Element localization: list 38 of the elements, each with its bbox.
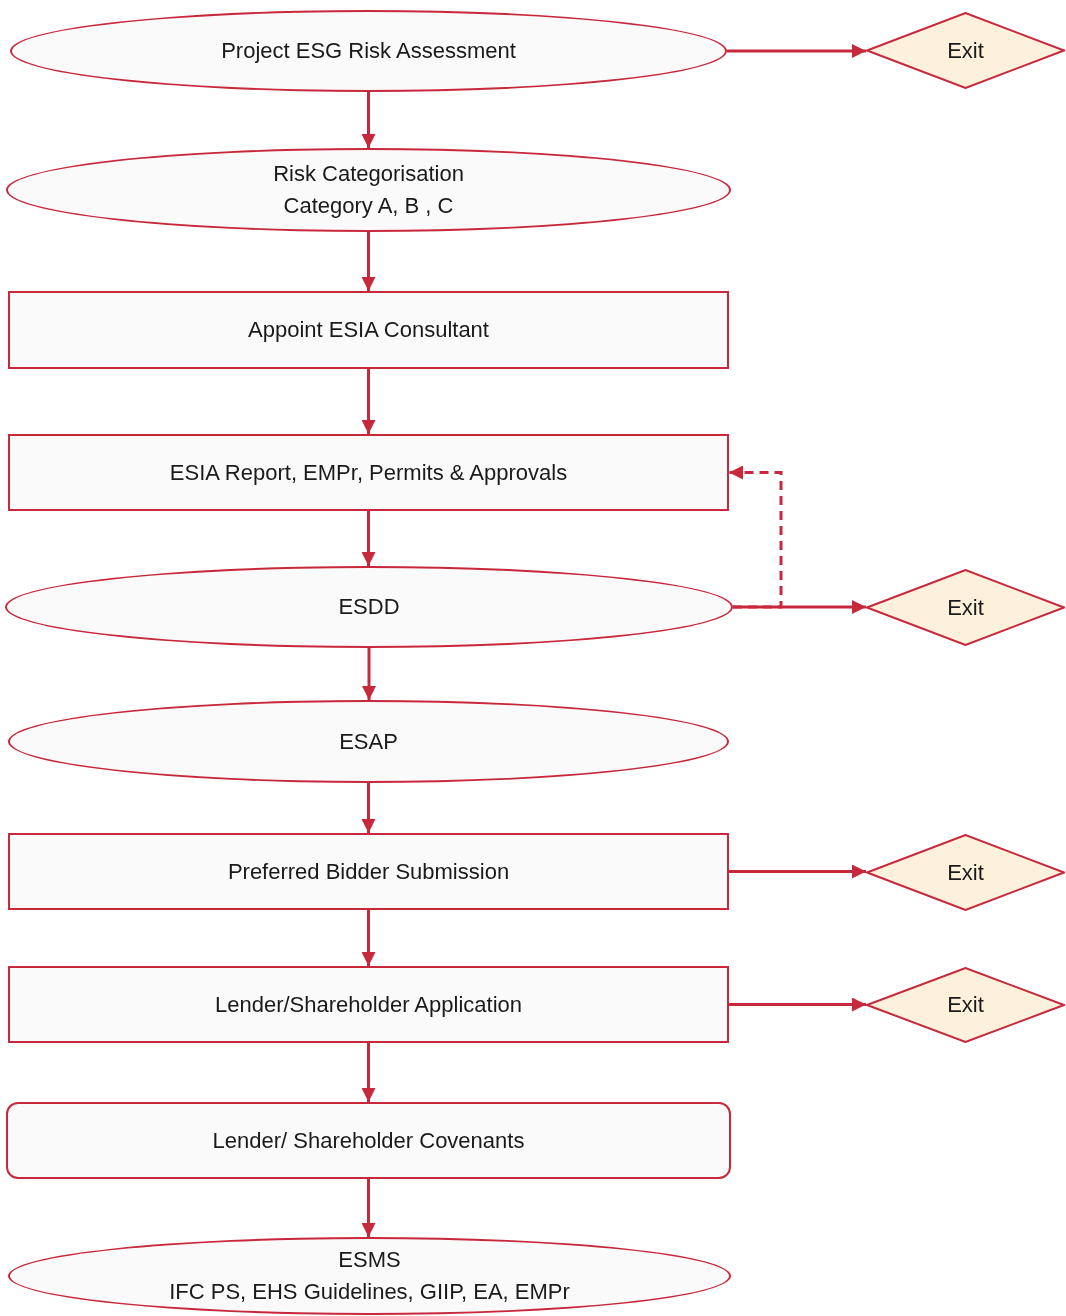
arrow — [362, 648, 376, 700]
exit-diamond — [866, 834, 1065, 911]
process-box — [8, 434, 729, 511]
process-box — [8, 966, 729, 1043]
node-text: Preferred Bidder Submission — [227, 857, 510, 886]
node-text: Lender/ Shareholder Covenants — [212, 1126, 525, 1155]
arrow — [729, 997, 866, 1012]
node-text: Exit — [947, 36, 984, 65]
node-text: Exit — [947, 593, 984, 622]
exit-diamond — [866, 12, 1065, 89]
node-text: IFC PS, EHS Guidelines, GIIP, EA, EMPr — [169, 1278, 570, 1306]
dashed-arrow — [729, 465, 783, 609]
node-text: Appoint ESIA Consultant — [248, 316, 489, 344]
node-text: Exit — [947, 991, 984, 1019]
arrow — [361, 511, 376, 566]
process-box — [6, 1102, 731, 1179]
arrow — [361, 92, 376, 148]
node-text: ESAP — [339, 727, 398, 756]
arrow — [729, 864, 866, 879]
node-text: Category A, B , C — [283, 192, 454, 220]
arrow — [361, 369, 376, 434]
arrow — [361, 1179, 376, 1237]
arrow — [361, 1043, 376, 1102]
node-text: Project ESG Risk Assessment — [221, 37, 516, 65]
node-text: ESIA Report, EMPr, Permits & Approvals — [169, 458, 568, 487]
arrow — [361, 783, 376, 833]
process-box — [8, 833, 729, 910]
process-box — [8, 291, 729, 369]
exit-diamond — [866, 569, 1065, 646]
node-text: ESDD — [338, 593, 400, 621]
exit-diamond — [866, 967, 1065, 1043]
node-text: ESMS — [338, 1246, 401, 1274]
arrow — [727, 44, 866, 58]
node-text: Exit — [947, 858, 984, 887]
arrow — [361, 910, 376, 966]
node-text: Risk Categorisation — [273, 160, 464, 188]
arrow — [361, 232, 376, 291]
node-text: Lender/Shareholder Application — [215, 990, 522, 1019]
